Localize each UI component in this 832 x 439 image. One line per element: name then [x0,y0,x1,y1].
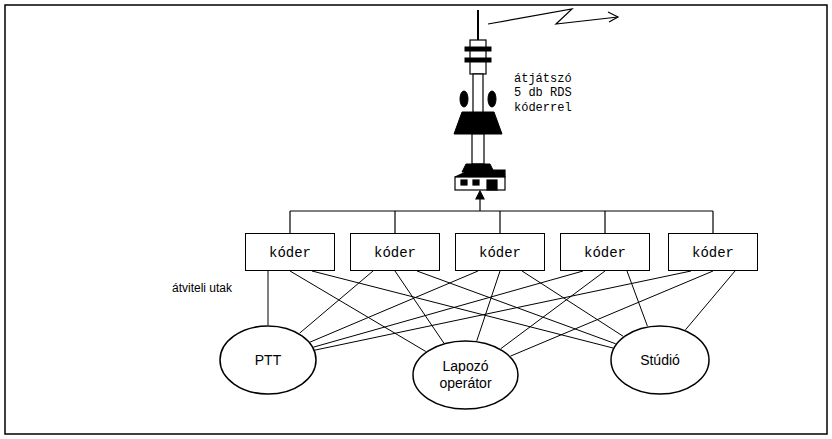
transmission-path [417,271,616,344]
coder-bus [290,191,713,233]
coder-box: kóder [668,233,758,271]
transmission-path [477,271,500,341]
frame [5,5,827,434]
radio-wave-arrow [488,9,618,24]
transmission-path [312,271,613,348]
paths-label: átviteli utak [170,281,234,295]
source-name: PTT [255,352,281,369]
coder-name: kóder [692,245,734,262]
transmission-path [395,271,444,343]
coder-name: kóder [374,245,416,262]
coder-box: kóder [245,233,335,271]
transmission-path [685,271,735,330]
coder-box: kóder [350,233,440,271]
repeater-label: átjátszó 5 db RDS kóderrel [512,72,582,115]
coder-box: kóder [455,233,545,271]
transmission-path [522,271,623,336]
transmission-path [300,271,373,333]
tower [454,10,502,172]
source-ellipse: PTT [219,325,317,395]
coder-name: kóder [584,245,626,262]
source-ellipse: Lapozó operátor [412,340,519,410]
transmission-path [627,271,647,326]
transmission-path [268,271,269,325]
source-ellipse: Stúdió [610,325,710,395]
coder-name: kóder [269,245,311,262]
source-name: Stúdió [640,352,680,369]
building [455,170,505,190]
coder-box: kóder [560,233,650,271]
transmission-path [501,271,605,349]
source-name: Lapozó operátor [430,358,502,392]
coder-name: kóder [479,245,521,262]
